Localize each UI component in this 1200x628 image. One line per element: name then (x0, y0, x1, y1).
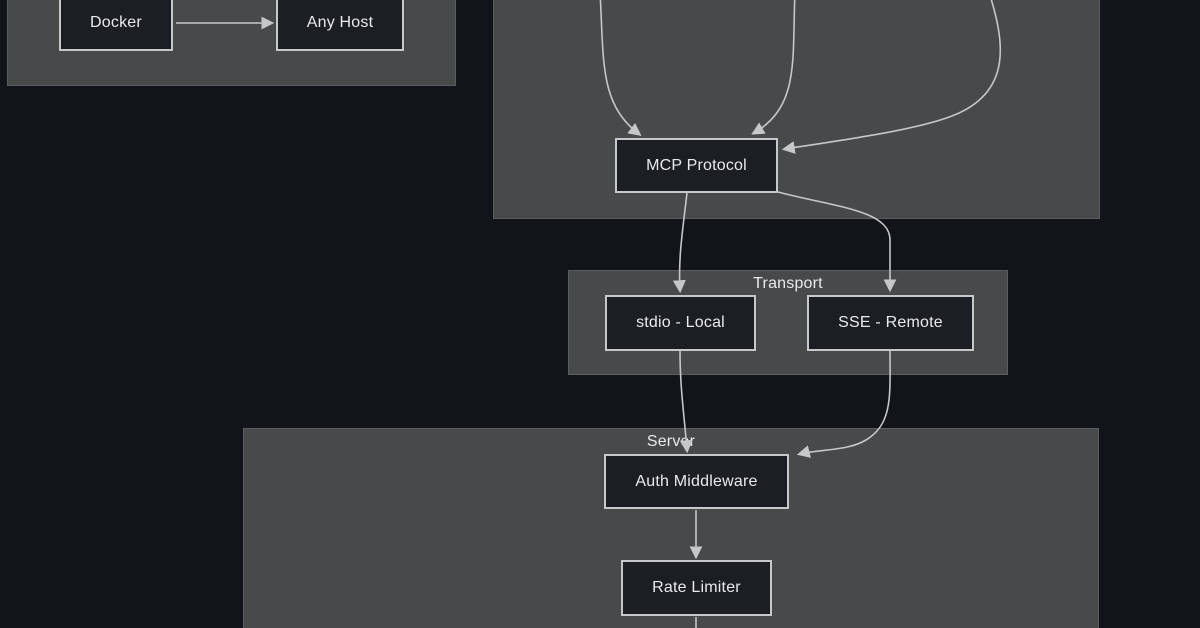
node-sse-remote-label: SSE - Remote (838, 314, 943, 331)
node-auth-middleware-label: Auth Middleware (635, 472, 758, 490)
node-any-host-label: Any Host (306, 14, 374, 31)
node-docker-label: Docker (90, 14, 142, 31)
node-any-host: Any Host (276, 0, 404, 51)
node-stdio-local-label: stdio - Local (636, 314, 725, 331)
cluster-transport-label: Transport (753, 275, 823, 292)
node-mcp-protocol: MCP Protocol (615, 138, 778, 193)
cluster-protocol (493, 0, 1100, 219)
node-stdio-local: stdio - Local (605, 295, 756, 351)
node-docker: Docker (59, 0, 173, 51)
node-rate-limiter: Rate Limiter (621, 560, 772, 616)
node-mcp-protocol-label: MCP Protocol (646, 156, 747, 174)
node-auth-middleware: Auth Middleware (604, 454, 789, 509)
node-sse-remote: SSE - Remote (807, 295, 974, 351)
node-rate-limiter-label: Rate Limiter (652, 579, 741, 596)
cluster-server-label: Server (646, 433, 696, 450)
